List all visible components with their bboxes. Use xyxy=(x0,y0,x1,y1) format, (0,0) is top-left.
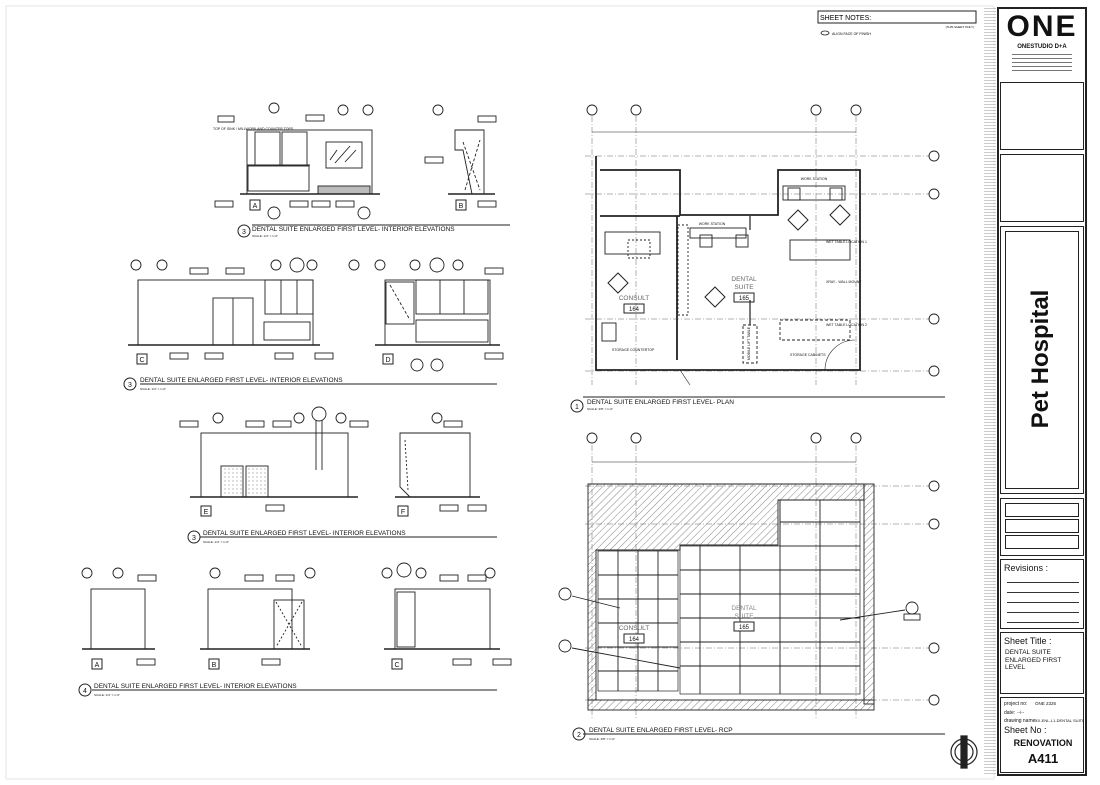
drawing-title: DENTAL SUITE ENLARGED FIRST LEVEL- PLAN xyxy=(587,399,734,406)
room-name: DENTAL xyxy=(731,605,757,612)
elevation-set-4-labels: A B C 4 DENTAL SUITE ENLARGED FIRST LEVE… xyxy=(78,658,403,697)
room-number: 164 xyxy=(629,307,640,313)
sheet-notes-legend: ALIGN FACE OF FINISH xyxy=(832,32,871,36)
sheet-no-label: Sheet No : xyxy=(1004,725,1047,735)
phase: RENOVATION xyxy=(1013,738,1073,748)
sheet-title-line2: ENLARGED FIRST LEVEL xyxy=(1005,657,1062,671)
stamp-box xyxy=(1000,498,1084,556)
drawing-number: 3 xyxy=(128,382,132,389)
room-name: SUITE xyxy=(734,613,754,620)
drawing-title: DENTAL SUITE ENLARGED FIRST LEVEL- INTER… xyxy=(203,530,406,537)
sheet-title-label: Sheet Title : xyxy=(1004,636,1052,646)
drawing-scale: SCALE: 3/8" = 1'-0" xyxy=(587,407,613,411)
drawing-scale: SCALE: 1/4" = 1'-0" xyxy=(140,387,166,391)
view-label-e: E xyxy=(204,509,209,516)
note: XRAY - WALL MOUNT xyxy=(826,280,862,284)
floor-plan xyxy=(583,104,945,398)
drawing-number: 2 xyxy=(577,732,581,739)
view-label-a: A xyxy=(95,662,100,669)
elevation-set-1-labels: A B TOP OF SINK / MILLWORK AND COUNTER T… xyxy=(213,127,467,238)
sheet-info-box: project no: ONE 2326 date: --/-- drawing… xyxy=(1000,697,1084,773)
view-label-b: B xyxy=(459,203,464,210)
view-label-d: D xyxy=(385,357,390,364)
note: WORK STATION xyxy=(699,222,726,226)
drawing-number: 3 xyxy=(242,229,246,236)
project-no-label: project no: xyxy=(1004,701,1028,707)
room-name: CONSULT xyxy=(619,295,650,302)
room-number: 165 xyxy=(739,625,750,631)
project-no: ONE 2326 xyxy=(1035,701,1057,706)
room-name: CONSULT xyxy=(619,625,650,632)
elevation-set-2-labels: C D 3 DENTAL SUITE ENLARGED FIRST LEVEL-… xyxy=(123,353,394,391)
project-name-box: Pet Hospital xyxy=(1000,226,1084,494)
drawing-scale: SCALE: 1/4" = 1'-0" xyxy=(94,693,120,697)
view-label-c: C xyxy=(139,357,144,364)
firm-logo: ONE xyxy=(1006,10,1078,43)
view-label-b: B xyxy=(212,662,217,669)
millwork-note: TOP OF SINK / MILLWORK AND COUNTER TOPS xyxy=(213,127,294,131)
sheet-title-box: Sheet Title : DENTAL SUITE ENLARGED FIRS… xyxy=(1000,632,1084,694)
floor-plan-labels: CONSULT 164 DENTAL SUITE 165 WORK STATIO… xyxy=(570,177,867,413)
drawing-number: 3 xyxy=(192,535,196,542)
room-name: SUITE xyxy=(734,284,754,291)
sheet-title-line1: DENTAL SUITE xyxy=(1005,649,1051,656)
elevation-set-2 xyxy=(128,257,504,385)
consultant-box-2 xyxy=(1000,154,1084,222)
drawing-scale: SCALE: 1/4" = 1'-0" xyxy=(252,234,278,238)
sheet-number: A411 xyxy=(1027,751,1059,766)
drawing-title: DENTAL SUITE ENLARGED FIRST LEVEL- INTER… xyxy=(94,683,297,690)
note: WET TABLE LOCATION 2 xyxy=(826,323,867,327)
note: STORAGE COUNTERTOP xyxy=(612,348,655,352)
drawing-number: 4 xyxy=(83,688,87,695)
room-number: 164 xyxy=(629,637,640,643)
drawing-name-label: drawing name: xyxy=(1004,718,1037,724)
north-arrow-icon xyxy=(950,735,978,769)
elevation-set-4 xyxy=(81,562,512,691)
drawing-scale: SCALE: 1/4" = 1'-0" xyxy=(203,540,229,544)
firm-logo-box: ONE ONESTUDIO D+A xyxy=(1000,10,1084,78)
project-name: Pet Hospital xyxy=(1027,289,1054,429)
view-label-a: A xyxy=(253,203,258,210)
date-label: date: xyxy=(1004,710,1016,716)
firm-name: ONESTUDIO D+A xyxy=(1017,44,1067,50)
drawing-scale: SCALE: 3/8" = 1'-0" xyxy=(589,737,615,741)
drawing-name: XX-ENL-L1-DENTAL SUITE xyxy=(1035,718,1083,723)
view-label-f: F xyxy=(401,509,405,516)
note: STORAGE CABINETS xyxy=(790,353,826,357)
rcp-labels: CONSULT 164 DENTAL SUITE 165 2 DENTAL SU… xyxy=(572,605,757,741)
elevation-set-3 xyxy=(179,406,497,538)
drawing-title: DENTAL SUITE ENLARGED FIRST LEVEL- INTER… xyxy=(140,377,343,384)
sheet-notes-title: SHEET NOTES: xyxy=(820,15,871,22)
sheet-notes-scope: (THIS SHEET ONLY) xyxy=(946,25,974,29)
titleblock xyxy=(997,7,1087,776)
reflected-ceiling-plan xyxy=(558,432,945,735)
revisions-box: Revisions : xyxy=(1000,559,1084,629)
elevation-set-1 xyxy=(214,102,510,226)
note: WET TABLE LOCATION 1 xyxy=(826,240,867,244)
room-number: 165 xyxy=(739,296,750,302)
drawing-number: 1 xyxy=(575,404,579,411)
date: --/-- xyxy=(1017,710,1025,715)
consultant-box-1 xyxy=(1000,82,1084,150)
drawing-title: DENTAL SUITE ENLARGED FIRST LEVEL- INTER… xyxy=(252,226,455,233)
sheet-notes: SHEET NOTES: (THIS SHEET ONLY) ALIGN FAC… xyxy=(817,10,977,36)
revisions-label: Revisions : xyxy=(1004,563,1049,573)
titleblock-notes-strip xyxy=(984,8,996,774)
view-label-c: C xyxy=(394,662,399,669)
room-name: DENTAL xyxy=(731,276,757,283)
drawing-title: DENTAL SUITE ENLARGED FIRST LEVEL- RCP xyxy=(589,727,733,734)
note: WORK STATION xyxy=(801,177,828,181)
note: MOBILE LIFT TABLE xyxy=(747,326,751,360)
elevation-set-3-labels: E F 3 DENTAL SUITE ENLARGED FIRST LEVEL-… xyxy=(187,505,409,544)
